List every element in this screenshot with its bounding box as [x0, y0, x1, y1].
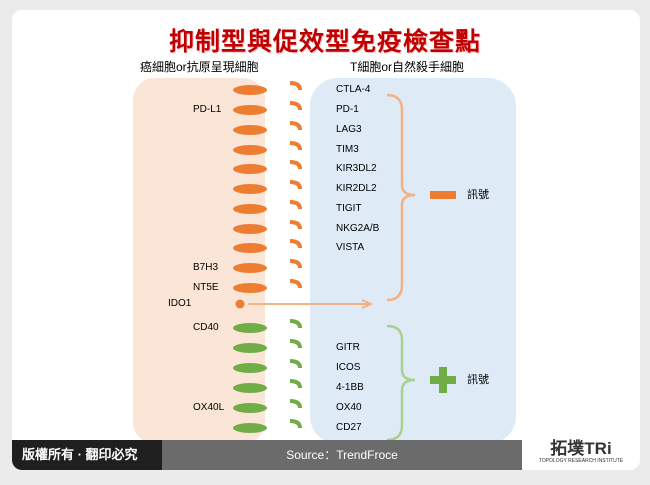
stimulatory-ligand: [233, 363, 267, 373]
inhibitory-receptor: [289, 180, 302, 190]
right-cell-header: T細胞or自然殺手細胞: [350, 60, 465, 74]
inhibitory-receptor-label: NKG2A/B: [336, 223, 380, 234]
inhibitory-receptor-label: CTLA-4: [336, 84, 371, 95]
ido1-label: IDO1: [168, 298, 192, 309]
stimulatory-receptor: [289, 379, 302, 389]
inhibitory-receptor-label: PD-1: [336, 104, 359, 115]
inhibitory-receptor: [289, 101, 302, 111]
inhibitory-ligand: [233, 224, 267, 234]
inhibitory-receptor: [289, 220, 302, 230]
stimulatory-ligand: [233, 383, 267, 393]
inhibitory-ligand: [233, 164, 267, 174]
inhibitory-receptor-label: LAG3: [336, 124, 362, 135]
inhibitory-ligand: [233, 263, 267, 273]
inhibitory-ligand: [233, 145, 267, 155]
inhibitory-receptor: [289, 160, 302, 170]
stimulatory-receptor: [289, 359, 302, 369]
inhibitory-ligand: [233, 204, 267, 214]
inhibitory-receptor: [289, 279, 302, 289]
stimulatory-receptor: [289, 339, 302, 349]
inhibitory-receptor-label: KIR3DL2: [336, 163, 377, 174]
ido1-dot: [235, 299, 245, 309]
stimulatory-receptor-label: 4-1BB: [336, 382, 364, 393]
plus-icon: [430, 367, 456, 393]
inhibitory-ligand: [233, 283, 267, 293]
inhibitory-receptor: [289, 200, 302, 210]
footer: 版權所有 · 翻印必究 Source：TrendFroce 拓墣TRi TOPO…: [12, 440, 640, 470]
ido1-arrow: [248, 299, 374, 309]
stimulatory-receptor-label: OX40: [336, 402, 362, 413]
inhibitory-ligand-label: PD-L1: [193, 104, 222, 115]
page-title: 抑制型與促效型免疫檢查點: [168, 27, 481, 56]
stimulatory-ligand: [233, 343, 267, 353]
inhibitory-ligand-label: B7H3: [193, 262, 219, 273]
inhibitory-bracket: [386, 93, 416, 302]
inhibitory-ligand: [233, 243, 267, 253]
inhibitory-ligand: [233, 105, 267, 115]
stimulatory-ligand: [233, 423, 267, 433]
left-cell-header: 癌細胞or抗原呈現細胞: [140, 60, 259, 74]
inhibitory-ligand: [233, 85, 267, 95]
stimulatory-receptor-label: ICOS: [336, 362, 361, 373]
inhibitory-receptor: [289, 81, 302, 91]
tri-logo: 拓墣TRi TOPOLOGY RESEARCH INSTITUTE: [538, 439, 624, 465]
inhibitory-receptor: [289, 121, 302, 131]
inhibitory-receptor: [289, 259, 302, 269]
antigen-presenting-cell: [133, 78, 265, 444]
stimulatory-receptor: [289, 319, 302, 329]
inhibitory-receptor: [289, 141, 302, 151]
stimulatory-ligand-label: CD40: [193, 322, 219, 333]
stimulatory-receptor: [289, 399, 302, 409]
stimulatory-ligand-label: OX40L: [193, 402, 225, 413]
inhibitory-ligand-label: NT5E: [193, 282, 219, 293]
inhibitory-ligand: [233, 125, 267, 135]
inhibitory-receptor-label: KIR2DL2: [336, 183, 377, 194]
stimulatory-signal-label: 訊號: [467, 374, 489, 386]
inhibitory-signal-label: 訊號: [467, 189, 489, 201]
inhibitory-receptor-label: TIGIT: [336, 203, 362, 214]
stimulatory-ligand: [233, 403, 267, 413]
inhibitory-receptor: [289, 239, 302, 249]
copyright-text: 版權所有 · 翻印必究: [12, 440, 162, 470]
stimulatory-receptor: [289, 419, 302, 429]
source-text: Source：TrendFroce: [162, 440, 522, 470]
minus-icon: [430, 191, 456, 199]
inhibitory-receptor-label: TIM3: [336, 144, 359, 155]
t-cell: [310, 78, 516, 444]
stimulatory-receptor-label: CD27: [336, 422, 362, 433]
inhibitory-ligand: [233, 184, 267, 194]
stimulatory-bracket: [386, 324, 416, 442]
inhibitory-receptor-label: VISTA: [336, 242, 365, 253]
stimulatory-receptor-label: GITR: [336, 342, 360, 353]
stimulatory-ligand: [233, 323, 267, 333]
